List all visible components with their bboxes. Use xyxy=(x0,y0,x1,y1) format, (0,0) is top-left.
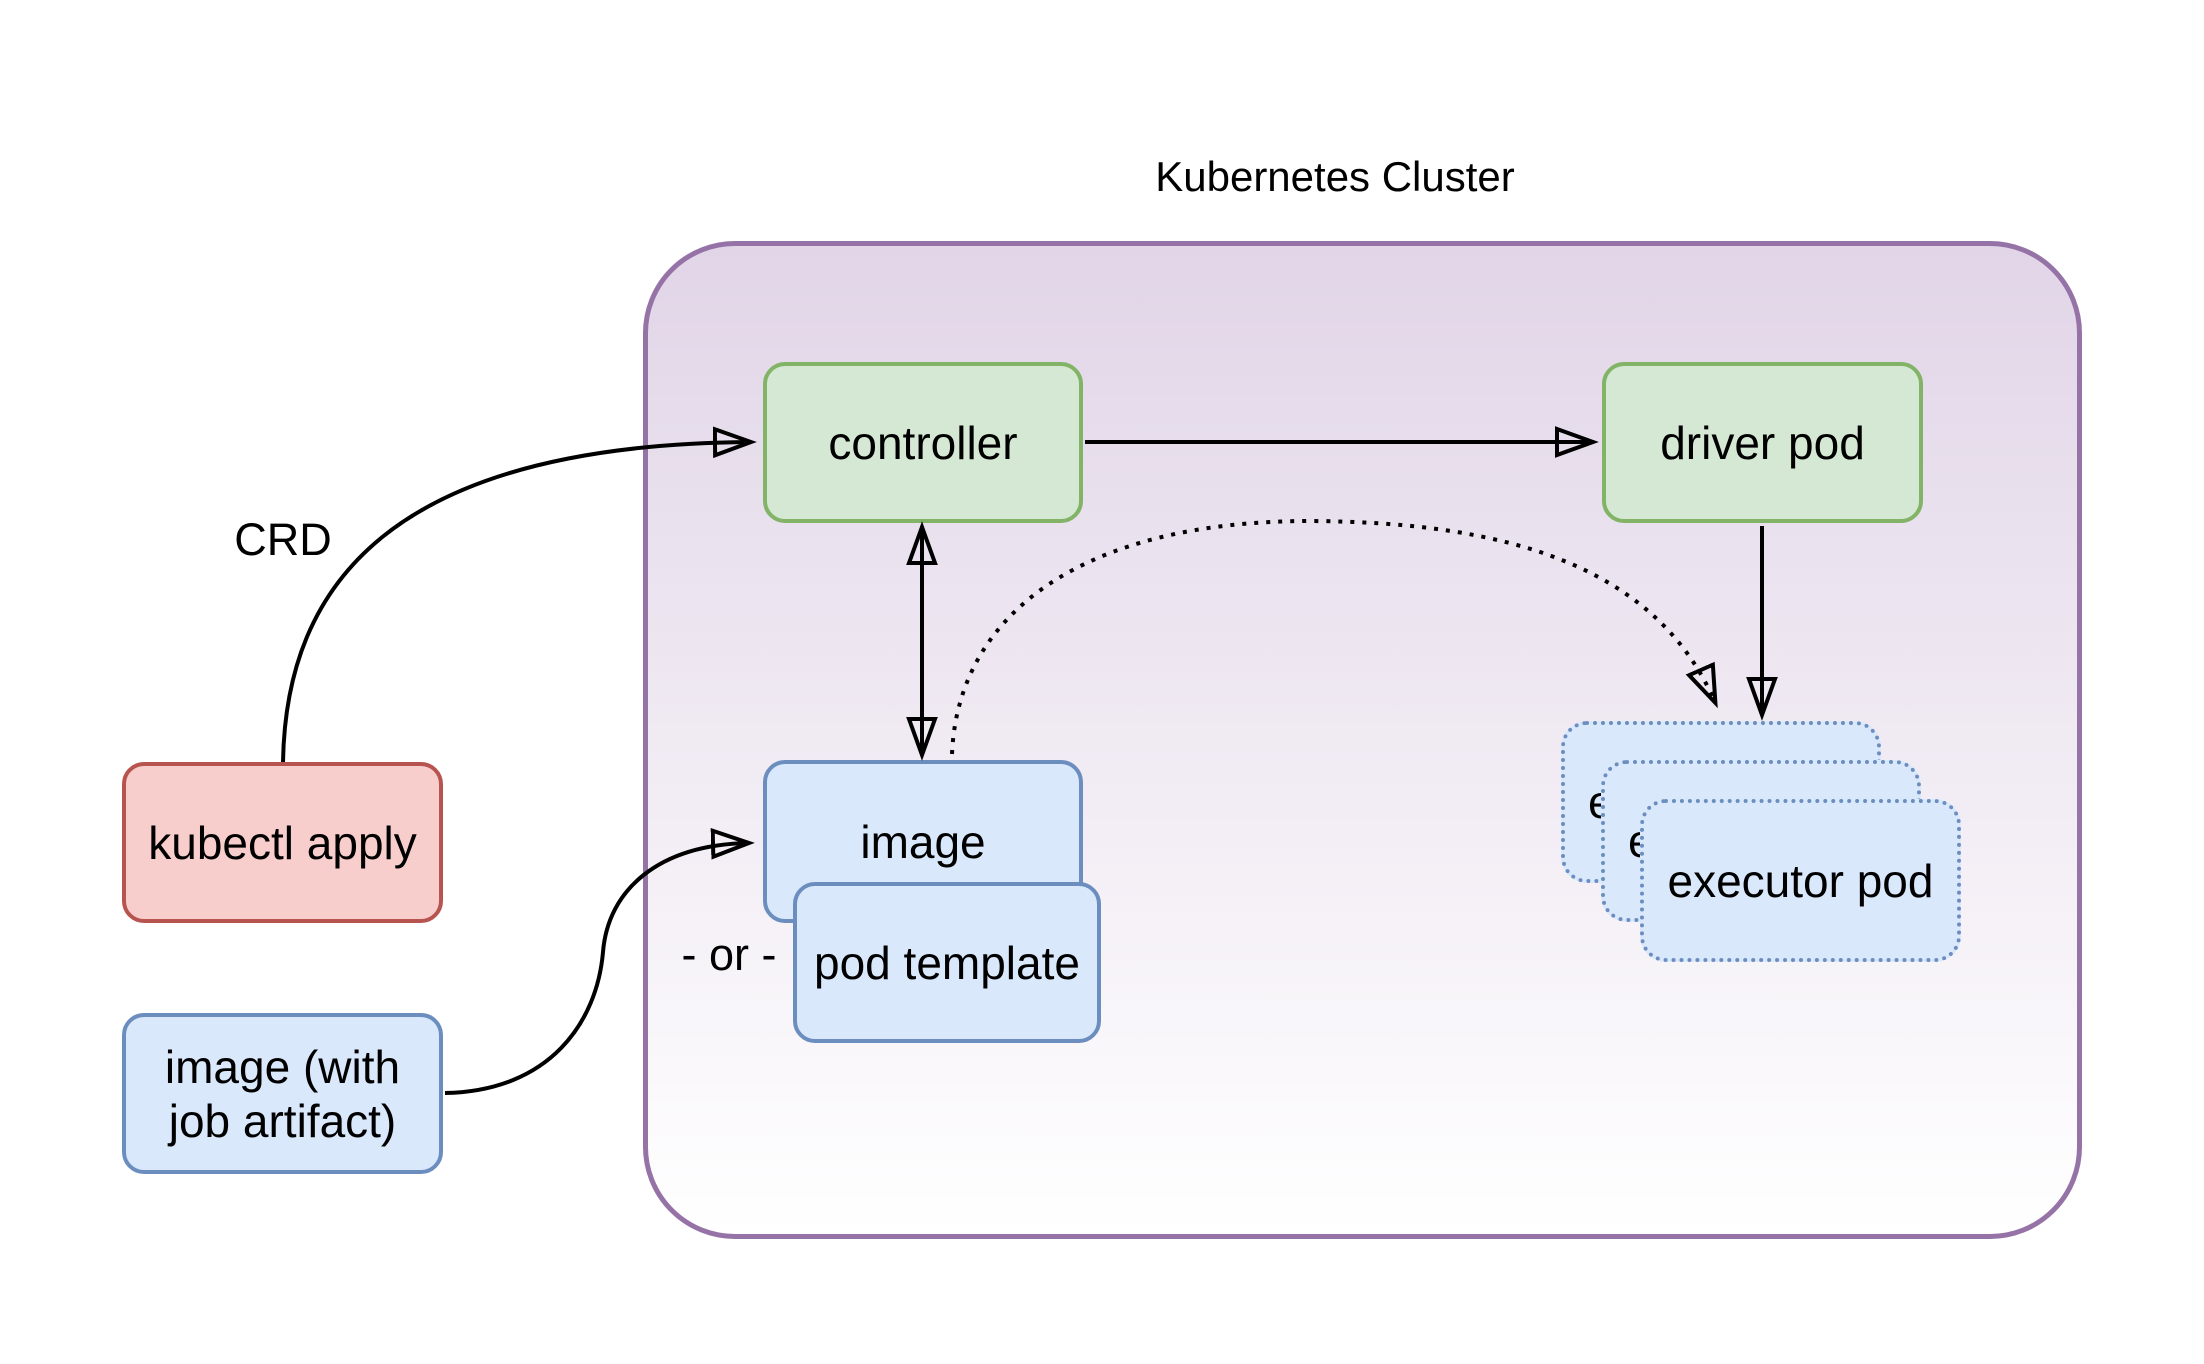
node-kubectl-apply: kubectl apply xyxy=(122,762,443,923)
node-label: kubectl apply xyxy=(148,816,417,869)
node-label: image (with job artifact) xyxy=(164,1040,401,1147)
edge-label-crd: CRD xyxy=(234,514,332,565)
node-label: controller xyxy=(828,416,1018,469)
node-pod-template: pod template xyxy=(793,882,1101,1043)
node-controller: controller xyxy=(763,362,1083,523)
node-image-with-job-artifact: image (with job artifact) xyxy=(122,1013,443,1174)
node-label: executor pod xyxy=(1667,854,1934,907)
node-executor-pod-front: executor pod xyxy=(1640,799,1961,962)
node-label: driver pod xyxy=(1660,416,1865,469)
node-driver-pod: driver pod xyxy=(1602,362,1923,523)
node-label: pod template xyxy=(814,936,1080,989)
diagram-title: Kubernetes Cluster xyxy=(1155,153,1515,200)
node-label: image xyxy=(860,815,986,868)
